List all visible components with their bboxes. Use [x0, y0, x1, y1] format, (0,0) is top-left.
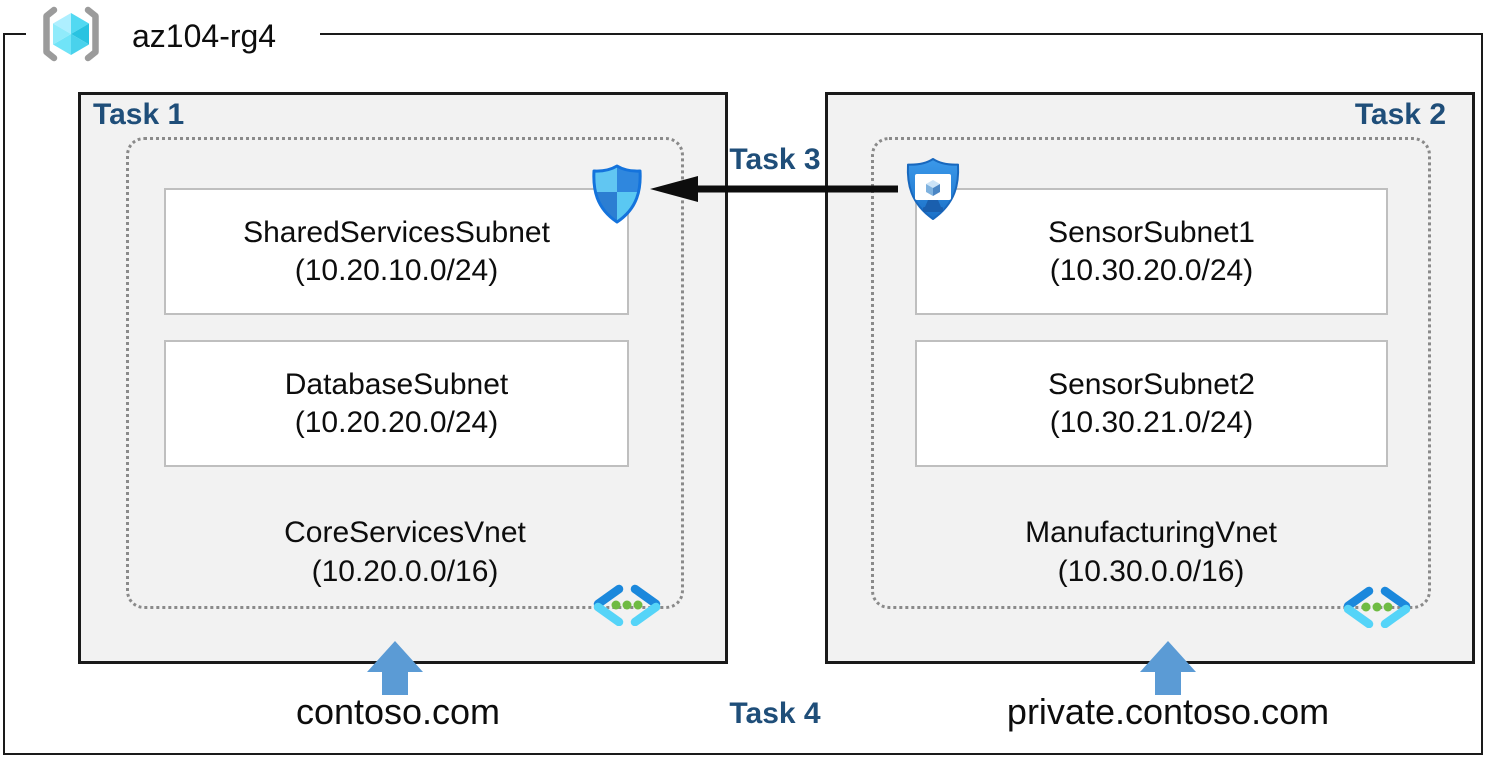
- subnet-box-shared-services: SharedServicesSubnet (10.20.10.0/24): [164, 188, 629, 315]
- frame-label-mask: [26, 29, 320, 41]
- task2-label: Task 2: [1354, 98, 1446, 131]
- manufacturing-vnet-boundary: [871, 137, 1431, 609]
- vnet-cidr: (10.30.0.0/16): [1057, 555, 1245, 588]
- subnet-box-sensor1: SensorSubnet1 (10.30.20.0/24): [915, 188, 1388, 315]
- task1-label: Task 1: [93, 98, 185, 131]
- task1-box: Task 1 SharedServicesSubnet (10.20.10.0/…: [78, 92, 728, 664]
- vnet-name-block: ManufacturingVnet (10.30.0.0/16): [871, 513, 1431, 591]
- vnet-cidr: (10.20.0.0/16): [311, 555, 499, 588]
- resource-group-cube-icon: [43, 6, 99, 62]
- resource-group-name: az104-rg4: [132, 18, 277, 54]
- vnet-brackets-dots-icon: [593, 584, 661, 626]
- vnet-name: ManufacturingVnet: [1025, 516, 1277, 549]
- subnet-name: DatabaseSubnet: [284, 367, 509, 401]
- subnet-name: SensorSubnet2: [1048, 367, 1255, 401]
- vnet-name: CoreServicesVnet: [284, 516, 526, 549]
- subnet-cidr: (10.20.10.0/24): [294, 253, 499, 287]
- dns-name-private-contoso: private.contoso.com: [1006, 691, 1330, 732]
- core-services-vnet-boundary: [126, 137, 684, 609]
- up-arrow-icon: [367, 641, 423, 695]
- shield-monitor-icon: [906, 158, 960, 220]
- task4-label: Task 4: [729, 697, 821, 730]
- subnet-box-database: DatabaseSubnet (10.20.20.0/24): [164, 340, 629, 467]
- vnet-brackets-dots-icon: [1343, 586, 1411, 628]
- subnet-name: SensorSubnet1: [1048, 215, 1255, 249]
- subnet-name: SharedServicesSubnet: [243, 215, 550, 249]
- left-arrow-icon: [650, 176, 898, 202]
- subnet-cidr: (10.30.20.0/24): [1049, 253, 1254, 287]
- vnet-name-block: CoreServicesVnet (10.20.0.0/16): [126, 513, 684, 591]
- subnet-cidr: (10.20.20.0/24): [294, 405, 499, 439]
- task2-box: Task 2 SensorSubnet1 (10.30.20.0/24) Sen…: [825, 92, 1475, 664]
- up-arrow-icon: [1140, 641, 1196, 695]
- resource-group-frame: [3, 33, 1483, 755]
- subnet-cidr: (10.30.21.0/24): [1049, 405, 1254, 439]
- dns-name-contoso: contoso.com: [295, 691, 501, 732]
- task3-label: Task 3: [729, 143, 821, 176]
- shield-checkered-icon: [592, 164, 642, 224]
- subnet-box-sensor2: SensorSubnet2 (10.30.21.0/24): [915, 340, 1388, 467]
